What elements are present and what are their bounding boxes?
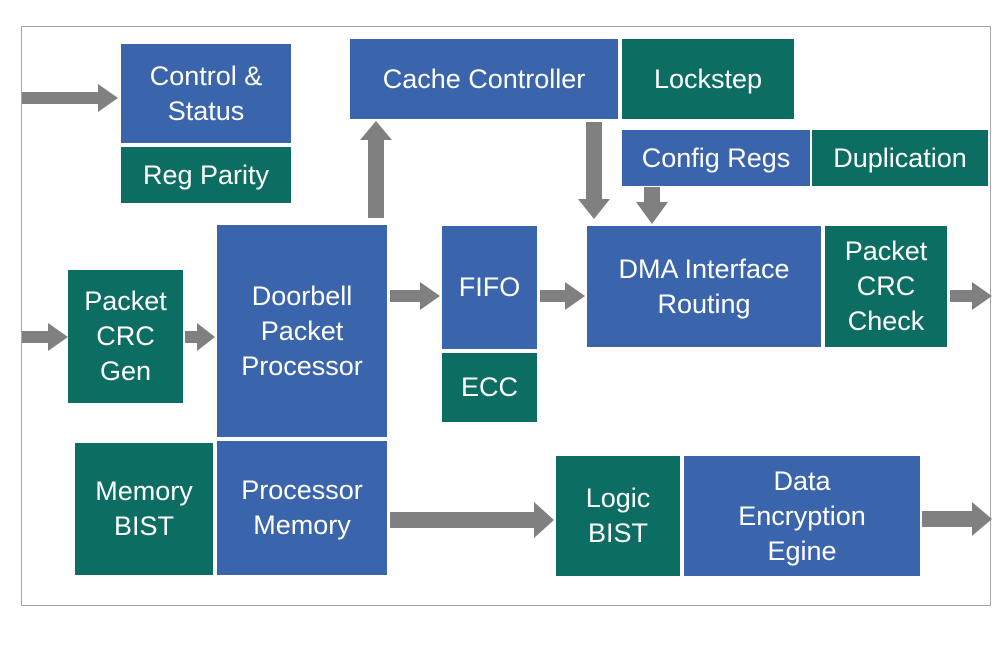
config-regs-block: Config Regs (622, 130, 810, 186)
arrow-cache-controller-to-dma (578, 122, 610, 219)
logic-bist-block: Logic BIST (556, 456, 680, 576)
control-status-block: Control & Status (121, 44, 291, 143)
processor-memory-block: Processor Memory (217, 441, 387, 575)
data-encryption-engine-block: Data Encryption Egine (684, 456, 920, 576)
arrow-doorbell-to-fifo (390, 282, 440, 310)
arrow-input-to-packet-crc-gen (22, 323, 68, 351)
diagram-frame (21, 26, 991, 606)
arrow-doorbell-to-cache-controller (360, 121, 392, 218)
reg-parity-block: Reg Parity (121, 147, 291, 203)
arrow-processor-memory-to-logic-bist (390, 502, 554, 538)
arrow-fifo-to-dma (540, 282, 585, 310)
cache-controller-block: Cache Controller (350, 39, 618, 119)
arrow-crc-gen-to-doorbell (185, 323, 215, 351)
packet-crc-check-block: Packet CRC Check (825, 226, 947, 347)
ecc-block: ECC (442, 353, 537, 422)
arrow-crc-check-to-output (950, 282, 992, 310)
dma-interface-routing-block: DMA Interface Routing (587, 226, 821, 347)
arrow-encryption-to-output (922, 502, 992, 536)
packet-crc-gen-block: Packet CRC Gen (68, 270, 183, 403)
arrow-input-to-control-status (22, 84, 118, 112)
doorbell-packet-processor-block: Doorbell Packet Processor (217, 225, 387, 437)
fifo-block: FIFO (442, 226, 537, 349)
memory-bist-block: Memory BIST (75, 443, 213, 575)
arrow-config-regs-to-dma (636, 187, 668, 224)
lockstep-block: Lockstep (622, 39, 794, 119)
duplication-block: Duplication (812, 130, 988, 186)
